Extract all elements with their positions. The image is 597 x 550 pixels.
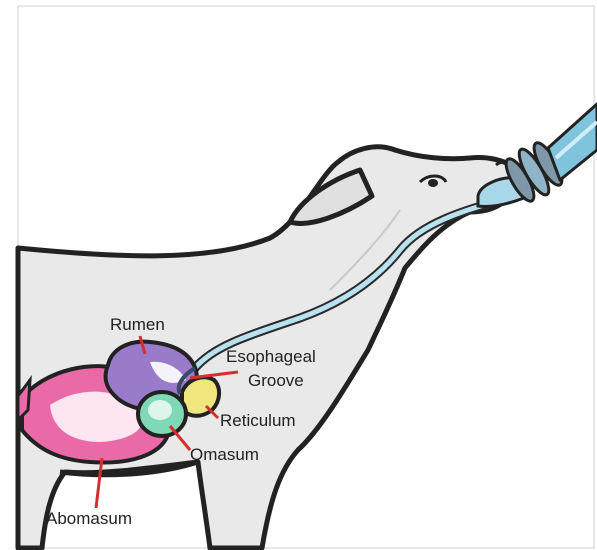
esophageal-groove-label-line2: Groove (248, 371, 304, 390)
esophageal-groove-label-line1: Esophageal (226, 347, 316, 366)
omasum-label: Omasum (190, 445, 259, 464)
omasum-highlight (148, 400, 172, 420)
calf-pupil (428, 179, 438, 187)
reticulum-label: Reticulum (220, 411, 296, 430)
abomasum-label: Abomasum (46, 509, 132, 528)
rumen-label: Rumen (110, 315, 165, 334)
